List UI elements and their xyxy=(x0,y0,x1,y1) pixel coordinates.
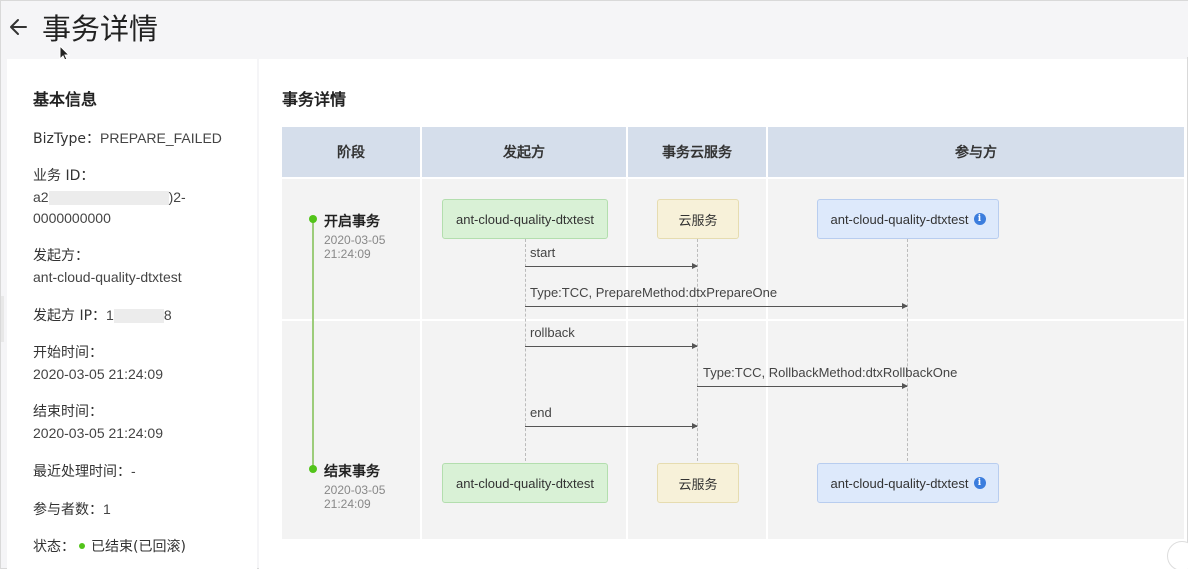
arrow-left-icon[interactable] xyxy=(7,15,29,39)
participant-name: ant-cloud-quality-dtxtest xyxy=(830,211,969,227)
ip-label: 发起方 IP： xyxy=(33,308,107,324)
ip-suffix: 8 xyxy=(163,307,172,323)
stage-dot-icon xyxy=(309,465,317,473)
biztype-label: BizType： xyxy=(33,131,100,147)
stage-clock: 21:24:09 xyxy=(324,247,371,261)
stage-dot-icon xyxy=(309,215,317,223)
participant-node-end[interactable]: ant-cloud-quality-dtxtest i xyxy=(817,463,999,503)
message-arrow xyxy=(525,343,698,349)
message-label: Type:TCC, PrepareMethod:dtxPrepareOne xyxy=(530,285,778,300)
participants-value: 1 xyxy=(103,501,111,517)
bizid-item: 业务 ID： a2 )2- 0000000000 xyxy=(33,166,186,229)
participant-name: ant-cloud-quality-dtxtest xyxy=(830,475,969,491)
initiator-label: 发起方： xyxy=(33,248,89,264)
column-header-cloud-service: 事务云服务 xyxy=(628,127,766,177)
top-bar: 事务详情 xyxy=(1,1,1188,63)
masked-value xyxy=(113,309,164,323)
status-item: 状态： 已结束(已回滚) xyxy=(33,537,186,558)
participants-item: 参与者数：1 xyxy=(33,499,111,521)
bizid-label: 业务 ID： xyxy=(33,168,95,184)
info-icon[interactable]: i xyxy=(973,213,986,225)
status-dot-icon xyxy=(79,543,85,549)
start-time-label: 开始时间： xyxy=(33,345,103,361)
basic-info-title: 基本信息 xyxy=(33,90,98,109)
initiator-value: ant-cloud-quality-dtxtest xyxy=(33,269,182,285)
biztype-item: BizType：PREPARE_FAILED xyxy=(33,128,222,150)
basic-info-panel: 基本信息 BizType：PREPARE_FAILED 业务 ID： a2 )2-… xyxy=(7,59,257,569)
column-divider xyxy=(420,127,422,539)
end-time-label: 结束时间： xyxy=(33,404,103,420)
stage-date: 2020-03-05 xyxy=(324,483,386,497)
table-row xyxy=(282,321,1184,539)
status-label: 状态： xyxy=(33,539,75,555)
message-label: end xyxy=(530,405,552,420)
column-header-stage: 阶段 xyxy=(282,127,420,177)
column-divider xyxy=(766,127,768,539)
column-header-initiator: 发起方 xyxy=(422,127,626,177)
stage-time-end: 2020-03-05 21:24:09 xyxy=(324,483,404,511)
stage-date: 2020-03-05 xyxy=(324,233,386,247)
masked-value xyxy=(48,191,169,206)
message-label: Type:TCC, RollbackMethod:dtxRollbackOne xyxy=(703,365,958,380)
end-time-value: 2020-03-05 21:24:09 xyxy=(33,425,163,441)
status-value: 已结束(已回滚) xyxy=(91,539,186,555)
ip-prefix: 1 xyxy=(106,307,114,323)
start-time-item: 开始时间： 2020-03-05 21:24:09 xyxy=(33,343,163,385)
biztype-value: PREPARE_FAILED xyxy=(100,130,222,146)
message-label: rollback xyxy=(530,325,575,340)
message-arrow xyxy=(525,423,698,429)
initiator-node-end[interactable]: ant-cloud-quality-dtxtest xyxy=(442,463,608,503)
message-arrow xyxy=(525,303,908,309)
initiator-lifeline xyxy=(525,239,526,461)
page-title: 事务详情 xyxy=(42,12,159,46)
chat-icon[interactable] xyxy=(1167,541,1188,569)
initiator-ip-item: 发起方 IP：1 8 xyxy=(33,305,172,327)
stage-name-end: 结束事务 xyxy=(324,464,380,480)
cloud-lifeline xyxy=(697,239,698,461)
cloud-service-node-end[interactable]: 云服务 xyxy=(657,463,739,503)
stage-time-start: 2020-03-05 21:24:09 xyxy=(324,233,404,261)
end-time-item: 结束时间： 2020-03-05 21:24:09 xyxy=(33,402,163,444)
edge-marker xyxy=(1,296,4,342)
start-time-value: 2020-03-05 21:24:09 xyxy=(33,366,163,382)
detail-title: 事务详情 xyxy=(282,90,347,109)
row-divider xyxy=(282,319,1184,321)
transaction-detail-panel: 事务详情 阶段 发起方 事务云服务 参与方 开启事务 2020-03-05 21… xyxy=(259,59,1187,569)
initiator-item: 发起方： ant-cloud-quality-dtxtest xyxy=(33,246,182,288)
message-arrow xyxy=(525,263,698,269)
bizid-suffix: )2- xyxy=(168,189,186,205)
cloud-service-node-start[interactable]: 云服务 xyxy=(657,199,739,239)
column-divider xyxy=(626,127,628,539)
stage-clock: 21:24:09 xyxy=(324,497,371,511)
stage-name-start: 开启事务 xyxy=(324,214,380,230)
message-label: start xyxy=(530,245,556,260)
last-processed-label: 最近处理时间： xyxy=(33,464,131,480)
stage-timeline xyxy=(312,219,314,469)
participant-node-start[interactable]: ant-cloud-quality-dtxtest i xyxy=(817,199,999,239)
last-processed-value: - xyxy=(131,463,136,479)
message-arrow xyxy=(697,383,908,389)
transaction-table: 阶段 发起方 事务云服务 参与方 开启事务 2020-03-05 21:24:0… xyxy=(282,127,1184,539)
initiator-node-start[interactable]: ant-cloud-quality-dtxtest xyxy=(442,199,608,239)
participant-lifeline xyxy=(907,239,908,461)
bizid-prefix: a2 xyxy=(33,189,49,205)
info-icon[interactable]: i xyxy=(973,477,986,489)
last-processed-item: 最近处理时间：- xyxy=(33,461,136,483)
participants-label: 参与者数： xyxy=(33,502,103,518)
column-header-participant: 参与方 xyxy=(768,127,1184,177)
bizid-line2: 0000000000 xyxy=(33,210,111,226)
